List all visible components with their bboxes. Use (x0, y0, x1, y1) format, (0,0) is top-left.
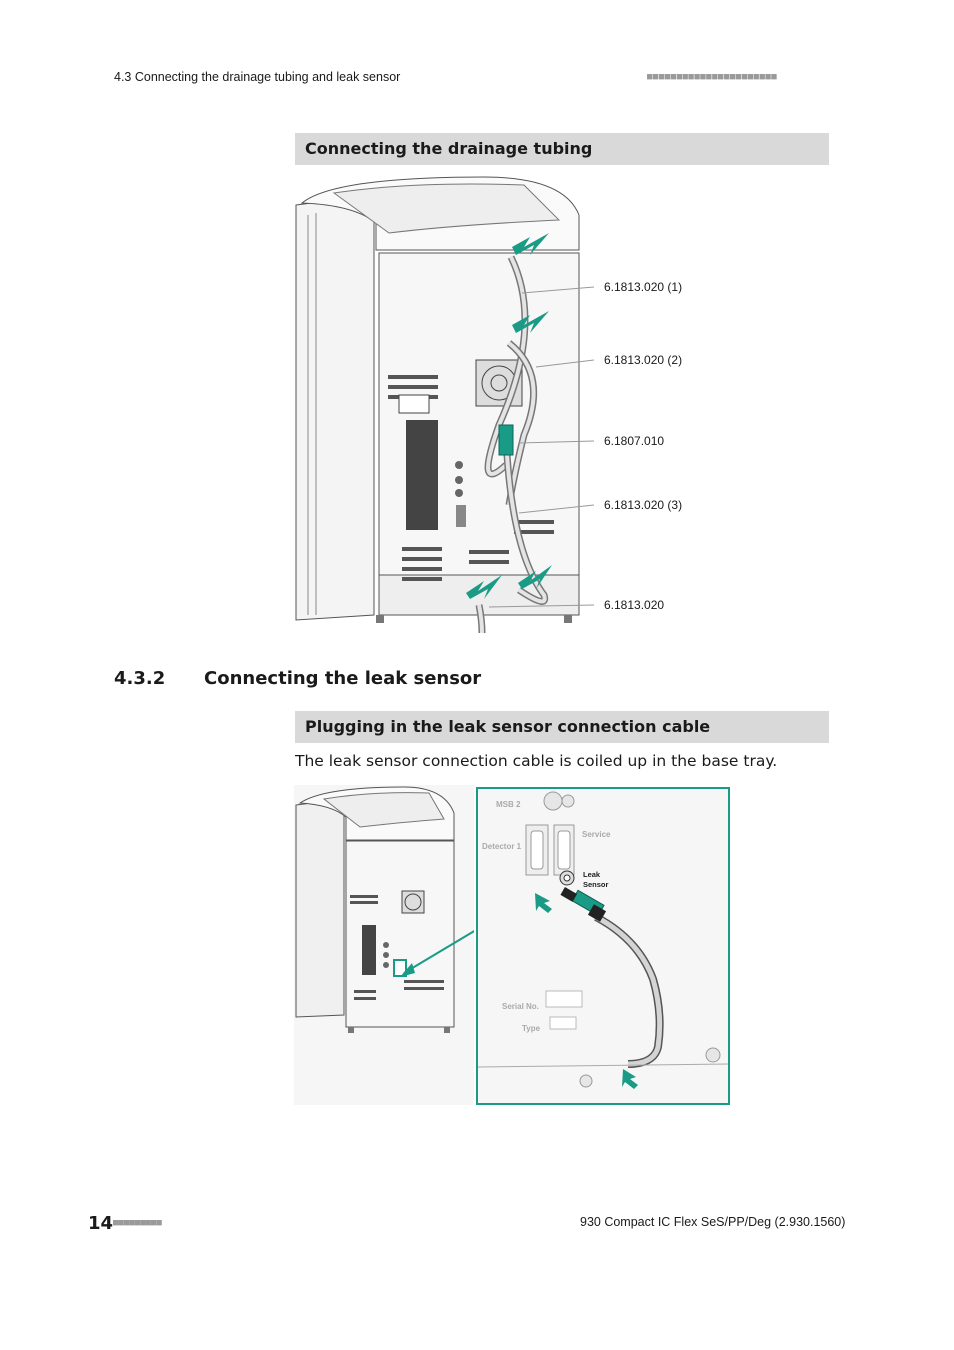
service-label: Service (582, 830, 611, 839)
section-number: 4.3.2 (114, 668, 166, 689)
serial-label: Serial No. (502, 1002, 539, 1011)
leak-sensor-detail-panel: MSB 2 Service Detector 1 Leak Sensor Ser… (476, 787, 730, 1105)
leak-cable-paragraph: The leak sensor connection cable is coil… (295, 752, 778, 770)
product-name: 930 Compact IC Flex SeS/PP/Deg (2.930.15… (580, 1215, 846, 1229)
callout-tube-2: 6.1813.020 (2) (604, 353, 683, 367)
sensor-label: Sensor (583, 880, 609, 889)
leak-cable-bar-title: Plugging in the leak sensor connection c… (295, 711, 829, 743)
running-header: 4.3 Connecting the drainage tubing and l… (114, 70, 401, 84)
instrument-overview-illustration (294, 785, 474, 1105)
msb-label: MSB 2 (496, 800, 521, 809)
page-number: 14 (88, 1213, 114, 1234)
drainage-bar-title: Connecting the drainage tubing (295, 133, 829, 165)
type-label: Type (522, 1024, 541, 1033)
leak-label: Leak (583, 870, 601, 879)
leak-sensor-detail-drawing: MSB 2 Service Detector 1 Leak Sensor Ser… (478, 789, 728, 1103)
callout-tube-3: 6.1813.020 (3) (604, 498, 683, 512)
footer-dots: ■■■■■■■■■ (113, 1218, 162, 1228)
header-dots: ■■■■■■■■■■■■■■■■■■■■■■ (647, 72, 778, 82)
callout-outlet-tube: 6.1813.020 (604, 598, 665, 612)
detector-label: Detector 1 (482, 842, 522, 851)
drainage-illustration (295, 176, 595, 634)
callout-y-connector: 6.1807.010 (604, 434, 665, 448)
callout-tube-1: 6.1813.020 (1) (604, 280, 683, 294)
section-title: Connecting the leak sensor (204, 668, 482, 689)
